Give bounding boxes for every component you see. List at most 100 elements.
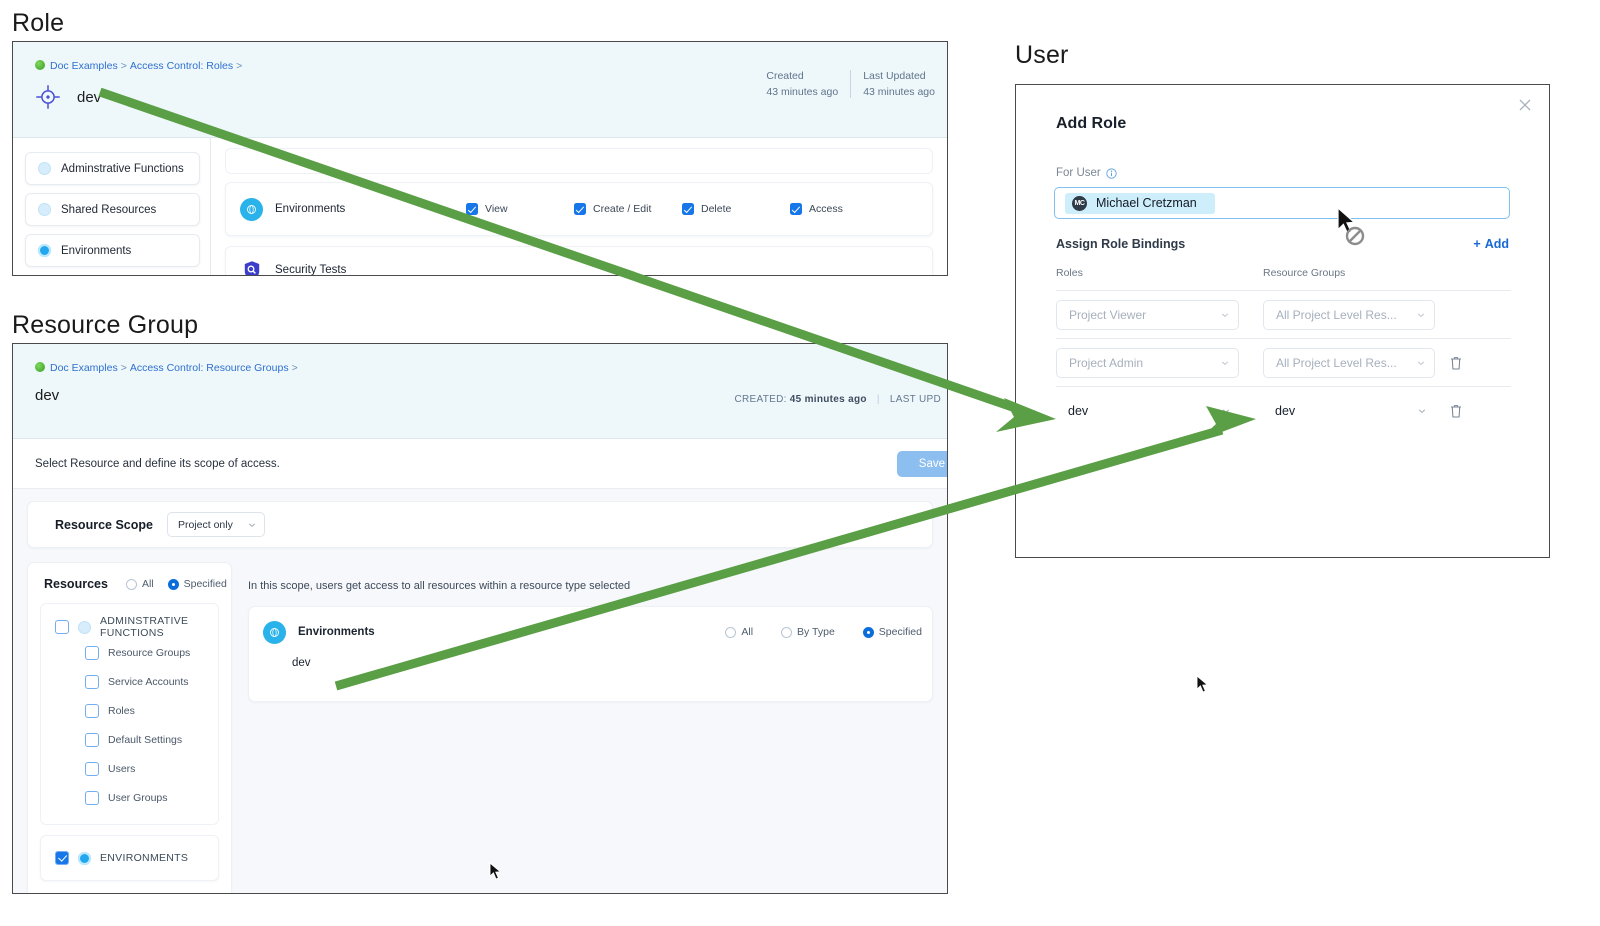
permission-name: Environments: [226, 197, 466, 221]
resource-group-environments[interactable]: ENVIRONMENTS: [40, 835, 219, 881]
checkbox-icon[interactable]: [574, 203, 586, 215]
checkbox-icon[interactable]: [55, 620, 69, 634]
permission-checkboxes: View Create / Edit Delete Access: [466, 203, 932, 215]
assign-role-bindings-row: Assign Role Bindings + Add: [1056, 237, 1509, 251]
delete-icon[interactable]: [1449, 355, 1463, 371]
rg-two-column: Resources All Specified: [27, 562, 933, 893]
checkbox-icon[interactable]: [85, 703, 99, 718]
radio-icon[interactable]: [781, 626, 793, 638]
resource-item-default-settings[interactable]: Default Settings: [41, 725, 218, 754]
resources-radio-specified[interactable]: Specified: [167, 578, 227, 590]
checkbox-icon-checked[interactable]: [55, 851, 69, 865]
role-category-adminstrative-functions[interactable]: Adminstrative Functions: [25, 152, 200, 185]
resource-item-label: Default Settings: [108, 733, 183, 746]
role-permissions-area: Environments View Create / Edit: [211, 138, 947, 275]
rg-breadcrumb-sep-2: >: [291, 362, 298, 374]
resources-card: Resources All Specified: [27, 562, 232, 893]
checkbox-icon[interactable]: [466, 203, 478, 215]
rg-created-label: CREATED:: [734, 394, 787, 405]
add-binding-label: Add: [1484, 237, 1509, 251]
env-scope-radio-specified[interactable]: Specified: [862, 626, 922, 638]
role-category-shared-resources[interactable]: Shared Resources: [25, 193, 200, 226]
resource-item-service-accounts[interactable]: Service Accounts: [41, 667, 218, 696]
rg-breadcrumb-item-doc-examples[interactable]: Doc Examples: [50, 362, 118, 374]
radio-icon[interactable]: [125, 578, 137, 590]
role-select-value: Project Viewer: [1069, 307, 1147, 322]
info-icon[interactable]: [1106, 167, 1117, 179]
caption-resource-group: Resource Group: [12, 311, 199, 339]
resource-group-select-value: dev: [1275, 403, 1296, 418]
resource-group-select[interactable]: dev: [1263, 396, 1435, 426]
breadcrumb-item-doc-examples[interactable]: Doc Examples: [50, 60, 118, 72]
breadcrumb-item-access-control-roles[interactable]: Access Control: Roles: [129, 60, 234, 72]
resource-group-select[interactable]: All Project Level Res...: [1263, 347, 1435, 378]
role-select[interactable]: Project Admin: [1056, 347, 1239, 378]
checkbox-icon[interactable]: [85, 674, 99, 689]
role-select[interactable]: Project Viewer: [1056, 299, 1239, 330]
resource-group-select-value: All Project Level Res...: [1276, 307, 1397, 322]
radio-icon-selected[interactable]: [862, 626, 874, 638]
close-icon[interactable]: [1515, 95, 1535, 115]
radio-icon-selected[interactable]: [167, 578, 179, 590]
env-scope-radio-all[interactable]: All: [725, 626, 753, 638]
breadcrumb-sep: >: [120, 60, 127, 72]
permission-check-view[interactable]: View: [466, 203, 574, 215]
chevron-down-icon: [248, 522, 256, 527]
checkbox-icon[interactable]: [85, 645, 99, 660]
for-user-input[interactable]: MC Michael Cretzman: [1054, 187, 1510, 219]
environments-scope-name: Environments: [298, 626, 375, 638]
chevron-down-icon: [1221, 312, 1229, 317]
environments-scope-header: Environments All By Type: [249, 607, 932, 657]
breadcrumb-sep-2: >: [236, 60, 243, 72]
permission-check-delete[interactable]: Delete: [682, 203, 790, 215]
rg-breadcrumb-item-access-control-resource-groups[interactable]: Access Control: Resource Groups: [129, 362, 289, 374]
for-user-label: For User: [1056, 167, 1101, 179]
resource-scope-label: Resource Scope: [55, 517, 153, 532]
pale-dot-icon: [38, 203, 51, 216]
role-title-row: dev: [33, 82, 101, 112]
chevron-down-icon: [1417, 360, 1425, 365]
role-updated-value: 43 minutes ago: [863, 86, 935, 98]
table-row: Project Viewer All Project Level Res...: [1056, 290, 1511, 338]
role-created-label: Created: [766, 70, 804, 82]
resource-group-header-row[interactable]: ADMINSTRATIVE FUNCTIONS: [41, 615, 218, 639]
rg-meta-divider: |: [876, 394, 880, 405]
checkbox-icon[interactable]: [85, 790, 99, 805]
checkbox-icon[interactable]: [85, 761, 99, 776]
permission-check-access[interactable]: Access: [790, 203, 898, 215]
scope-note: In this scope, users get access to all r…: [248, 580, 631, 592]
resource-group-panel: Doc Examples >Access Control: Resource Gr…: [12, 343, 948, 894]
role-category-environments[interactable]: Environments: [25, 234, 200, 267]
permission-row-security-tests: Security Tests: [225, 246, 933, 275]
solid-dot-icon: [78, 851, 91, 865]
delete-icon[interactable]: [1449, 403, 1463, 419]
resource-scope-select[interactable]: Project only: [166, 512, 265, 537]
resource-item-resource-groups[interactable]: Resource Groups: [41, 638, 218, 667]
user-chip[interactable]: MC Michael Cretzman: [1065, 192, 1215, 214]
role-meta: Created 43 minutes ago Last Updated 43 m…: [754, 70, 947, 98]
resource-group-select[interactable]: All Project Level Res...: [1263, 299, 1435, 330]
resource-item-label: User Groups: [108, 791, 168, 804]
save-button[interactable]: Save: [896, 450, 947, 477]
chevron-down-icon: [1221, 360, 1229, 365]
env-scope-radio-label: All: [741, 626, 754, 638]
resource-group-title: ADMINSTRATIVE FUNCTIONS: [100, 615, 189, 639]
resource-item-user-groups[interactable]: User Groups: [41, 783, 218, 812]
plus-icon: +: [1473, 237, 1481, 251]
role-select[interactable]: dev: [1056, 396, 1239, 426]
checkbox-icon[interactable]: [682, 203, 694, 215]
checkbox-icon[interactable]: [790, 203, 802, 215]
role-panel: Doc Examples>Access Control: Roles> dev …: [12, 41, 948, 276]
env-scope-radio-by-type[interactable]: By Type: [781, 626, 835, 638]
radio-icon[interactable]: [725, 626, 737, 638]
permission-check-label: Create / Edit: [593, 203, 652, 215]
add-binding-button[interactable]: + Add: [1473, 237, 1509, 251]
permission-check-create-edit[interactable]: Create / Edit: [574, 203, 682, 215]
resource-item-users[interactable]: Users: [41, 754, 218, 783]
resource-item-roles[interactable]: Roles: [41, 696, 218, 725]
table-row: Project Admin All Project Level Res...: [1056, 338, 1511, 386]
resources-radio-all[interactable]: All: [125, 578, 154, 590]
checkbox-icon[interactable]: [85, 732, 99, 747]
role-select-value: dev: [1068, 403, 1089, 418]
caption-user: User: [1015, 41, 1069, 69]
